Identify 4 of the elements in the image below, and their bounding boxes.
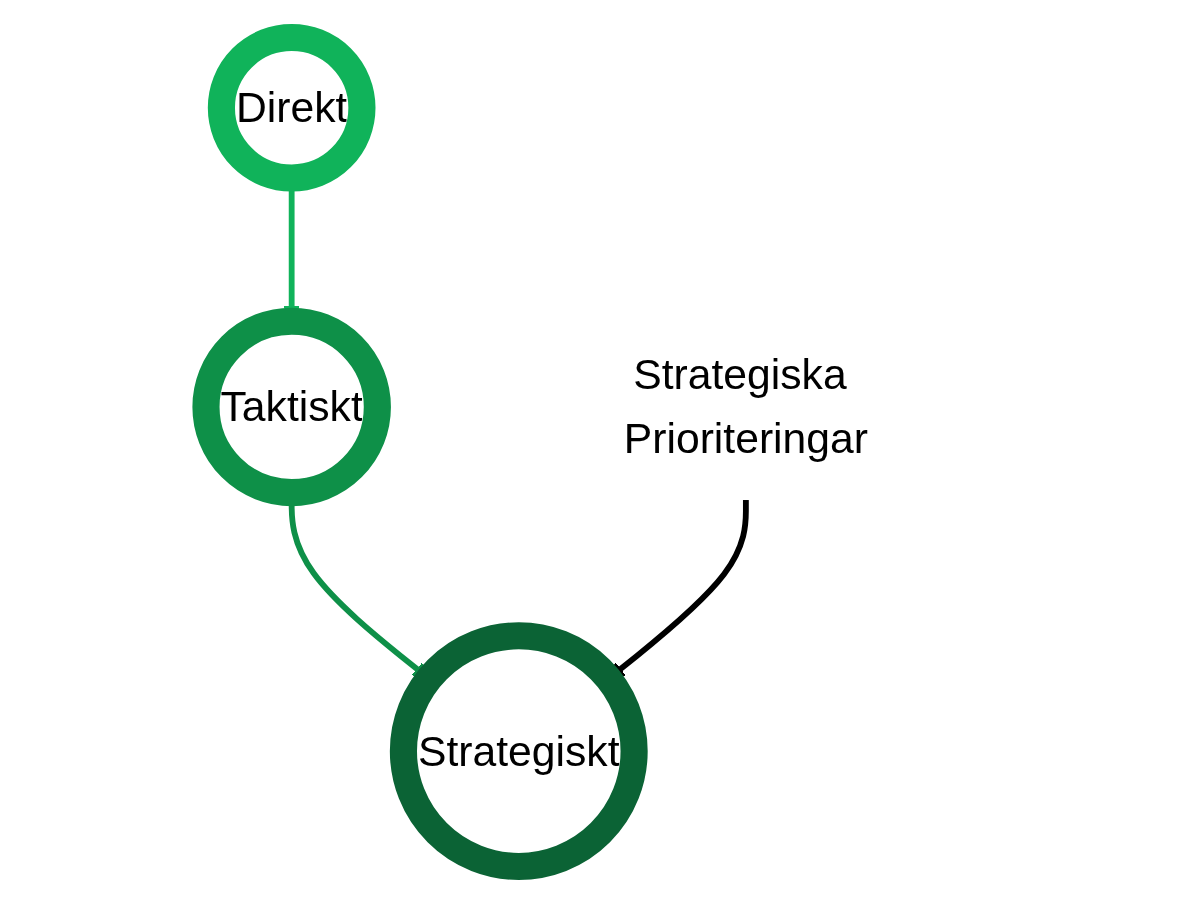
node-circle: Taktiskt	[192, 307, 391, 507]
node-text: Strategiska Prioriteringar	[623, 350, 869, 464]
node-circle: Strategiskt	[389, 622, 648, 881]
node-circle: Direkt	[207, 23, 376, 192]
